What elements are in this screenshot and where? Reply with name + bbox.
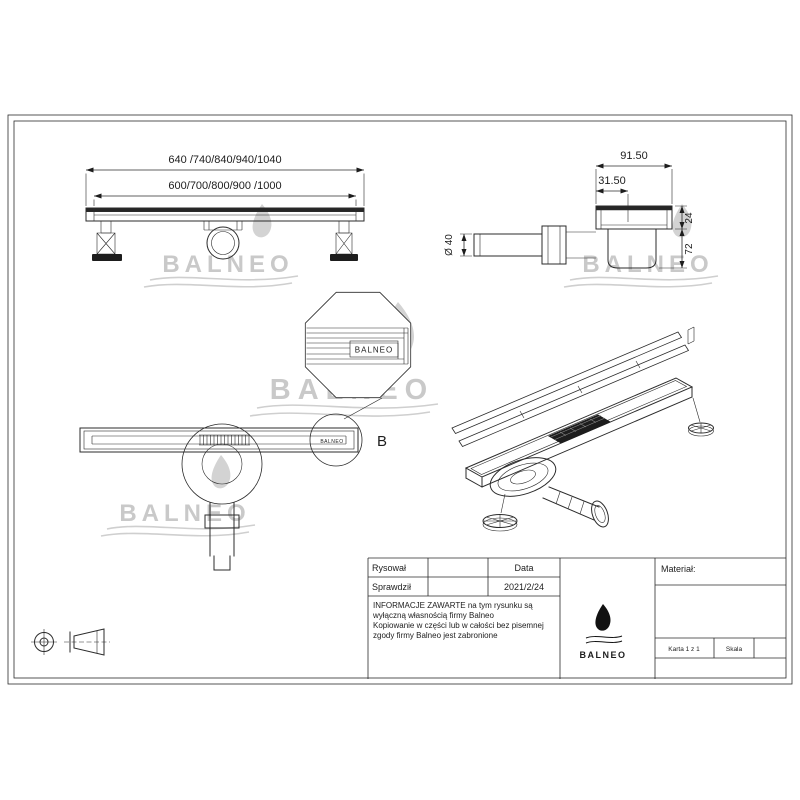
notice-line-1: INFORMACJE ZAWARTE na tym rysunku są (373, 601, 533, 610)
sheet-label: Karta 1 z 1 (668, 646, 700, 653)
side-view: 91.50 31.50 24 72 (444, 150, 695, 269)
dim-total-label: 640 /740/840/940/1040 (168, 154, 281, 166)
iso-foot-right (688, 397, 714, 437)
iso-channel (464, 377, 694, 488)
checked-label: Sprawdził (372, 582, 411, 592)
dim-total-height-label: 72 (684, 243, 695, 255)
dim-width-label: 91.50 (620, 150, 648, 162)
balneo-logo-text: BALNEO (580, 650, 627, 660)
side-trap-outlet (473, 225, 596, 265)
drawing-frame (7, 114, 793, 685)
top-view-outlet-pipe (204, 502, 240, 571)
watermark-text: BALNEO (119, 500, 250, 527)
side-dim-flange: 24 (675, 205, 695, 230)
front-dim-total: 640 /740/840/940/1040 (85, 154, 365, 206)
grate-brand-label: BALNEO (320, 439, 343, 445)
watermark-1: BALNEO (143, 204, 299, 288)
detail-callout-circle (309, 413, 363, 467)
top-view-grate-hatch (199, 434, 250, 446)
date-label: Data (514, 563, 533, 573)
drawn-label: Rysował (372, 563, 406, 573)
watermark-2: BALNEO (563, 204, 719, 288)
front-foot-left (92, 221, 122, 261)
side-dim-diameter: Ø 40 (444, 233, 472, 257)
dim-diameter-label: Ø 40 (444, 234, 455, 256)
side-dim-total-height: 72 (659, 229, 695, 269)
projection-cone-icon (64, 628, 110, 656)
dim-inner-label: 600/700/800/900 /1000 (168, 180, 281, 192)
iso-view (451, 326, 714, 532)
side-dim-width: 91.50 (595, 150, 673, 204)
detail-brand-label: BALNEO (355, 346, 393, 355)
title-block: Rysował Sprawdził Data 2021/2/24 INFORMA… (367, 557, 786, 679)
detail-view-b: BALNEO (304, 291, 412, 420)
watermark-text: BALNEO (162, 251, 293, 278)
balneo-logo: BALNEO (580, 604, 627, 660)
notice-line-4: zgody firmy Balneo jest zabronione (373, 631, 498, 640)
balneo-leaf-icon (211, 455, 231, 489)
front-channel-body (85, 207, 365, 222)
front-foot-right (330, 221, 358, 261)
top-view: BALNEO B (79, 413, 387, 571)
balneo-logo-leaf-icon (595, 604, 611, 631)
notice-line-2: wyłączną własnością firmy Balneo (372, 611, 494, 620)
scale-label: Skala (726, 646, 743, 653)
notice-line-3: Kopiowanie w części lub w całości bez pi… (373, 621, 544, 630)
iso-foot-left (482, 493, 518, 532)
iso-trap (489, 457, 609, 528)
front-view: 640 /740/840/940/1040 600/700/800/900 /1… (85, 154, 365, 261)
iso-rails (451, 326, 695, 448)
watermark-text: BALNEO (582, 251, 713, 278)
material-label: Materiał: (661, 564, 696, 574)
dim-offset-label: 31.50 (598, 175, 626, 187)
dim-flange-label: 24 (684, 212, 695, 224)
side-channel-section (595, 205, 673, 269)
date-value: 2021/2/24 (504, 582, 544, 592)
detail-callout-label: B (377, 433, 387, 450)
copyright-notice: INFORMACJE ZAWARTE na tym rysunku są wył… (372, 601, 544, 640)
projection-method-symbol (31, 628, 110, 656)
front-dim-inner: 600/700/800/900 /1000 (93, 180, 357, 206)
front-trap (203, 221, 243, 260)
watermark-4: BALNEO (100, 455, 256, 537)
